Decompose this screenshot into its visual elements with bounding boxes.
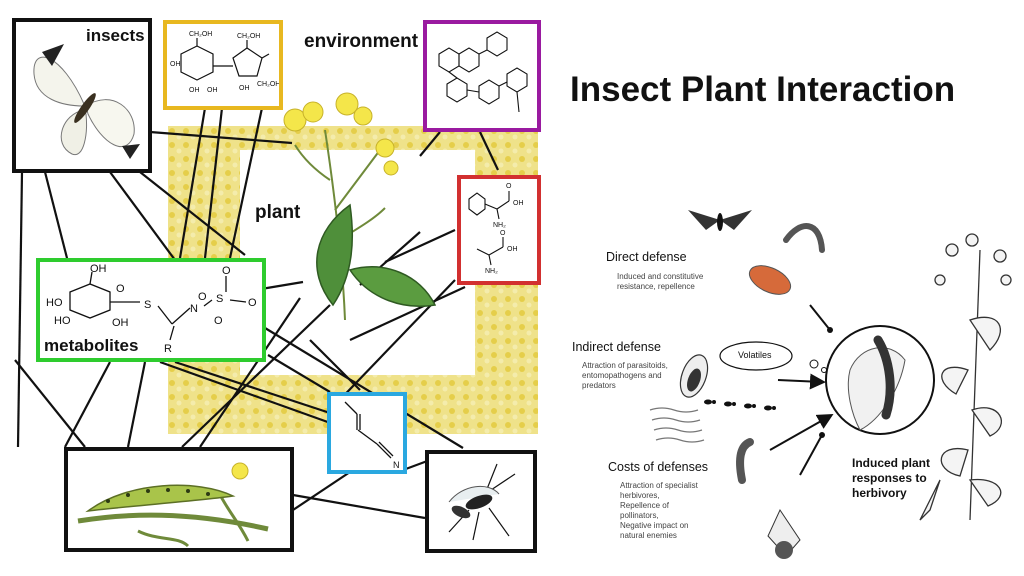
glucosinolate-o-label: O <box>116 283 125 295</box>
pollinator-flower-icon <box>767 508 801 559</box>
right-diagram: Direct defense Induced and constitutive … <box>560 180 1024 576</box>
glucosinolate-ho-label: HO <box>54 315 71 327</box>
glucosinolate-oh-label: OH <box>112 317 129 329</box>
amino-oh-label: OH <box>507 246 518 253</box>
sucrose-structure-icon: CH₂OH CH₂OH OH OH OH OH CH₂OH <box>170 31 279 94</box>
glucosinolate-s-label: S <box>216 293 223 305</box>
page-title: Insect Plant Interaction <box>570 70 956 109</box>
glucosinolate-structure-icon: OH HO HO OH O S N O S O O O R <box>46 263 257 355</box>
sugar-oh-label: OH <box>189 87 200 94</box>
costs-desc-line: Negative impact on <box>620 521 689 530</box>
amino-nh2-label: NH₂ <box>493 222 506 229</box>
left-diagram: plant environment insects CH₂OH <box>12 18 541 553</box>
defense-arrows <box>649 210 1012 559</box>
plant-illustration <box>283 92 437 321</box>
glucosinolate-s-label: S <box>144 299 151 311</box>
glucosinolate-n-label: N <box>190 303 198 315</box>
caterpillar-node <box>64 447 294 552</box>
wasp-node <box>425 450 537 553</box>
amino-o-label: O <box>500 230 506 237</box>
costs-desc-line: pollinators, <box>620 511 659 520</box>
node-plant-label: plant <box>255 202 301 223</box>
sugar-oh-label: OH <box>207 87 218 94</box>
volatiles-label: Volatiles <box>738 350 772 360</box>
glucosinolate-r-label: R <box>164 343 172 355</box>
amino-nh2-label: NH₂ <box>485 268 498 275</box>
direct-defense-heading: Direct defense <box>606 250 687 264</box>
glucosinolate-o-label: O <box>198 291 207 303</box>
node-environment-label: environment <box>300 31 423 53</box>
metabolites-node: OH HO HO OH O S N O S O O O R metabolite… <box>36 258 266 362</box>
costs-desc-line: Attraction of specialist <box>620 481 698 490</box>
specialist-herbivore-icon <box>736 438 754 484</box>
sugar-ch2oh-label: CH₂OH <box>237 33 260 40</box>
costs-desc-line: Repellence of <box>620 501 669 510</box>
induced-responses-line: responses to <box>852 471 927 485</box>
sugar-oh-label: OH <box>170 61 181 68</box>
nitrile-n-label: N <box>393 460 400 470</box>
predatory-bug-icon <box>679 354 709 398</box>
amino-o-label: O <box>506 183 512 190</box>
nitrile-structure-box: N <box>327 392 407 474</box>
ants-icon <box>704 399 776 411</box>
glucosinolate-oh-label: OH <box>90 263 107 275</box>
glucosinolate-o-label: O <box>248 297 257 309</box>
indirect-defense-desc-line: entomopathogens and <box>582 371 662 380</box>
flavonoid-structure-box <box>423 20 541 132</box>
sugar-structure-box: CH₂OH CH₂OH OH OH OH OH CH₂OH <box>163 20 283 110</box>
indirect-defense-desc-line: predators <box>582 381 616 390</box>
amino-acid-structure-box: O OH NH₂ O OH NH₂ <box>457 175 541 285</box>
caterpillar-icon <box>77 462 269 548</box>
amino-oh-label: OH <box>513 200 524 207</box>
volatiles-cloud <box>719 341 793 371</box>
sugar-ch2oh-label: CH₂OH <box>257 81 279 88</box>
moth-icon <box>688 210 752 231</box>
nitrile-structure-icon: N <box>344 401 400 470</box>
costs-of-defenses-heading: Costs of defenses <box>608 460 709 474</box>
amino-acid-structure-icon: O OH NH₂ O OH NH₂ <box>468 183 524 275</box>
glucosinolate-ho-label: HO <box>46 297 63 309</box>
butterfly-icon <box>33 44 140 159</box>
indirect-defense-desc-line: Attraction of parasitoids, <box>582 361 668 370</box>
costs-desc-line: natural enemies <box>620 531 677 540</box>
indirect-defense-heading: Indirect defense <box>572 340 661 354</box>
beetle-icon <box>748 223 825 295</box>
tall-plant-icon <box>919 233 1012 521</box>
flavonoid-structure-icon <box>438 31 528 113</box>
insects-node: insects <box>12 18 152 173</box>
wasp-icon <box>448 463 516 541</box>
sugar-oh-label: OH <box>239 85 250 92</box>
direct-defense-desc-line: Induced and constitutive <box>617 272 704 281</box>
caterpillar-in-circle-icon <box>873 335 895 420</box>
node-metabolites-label: metabolites <box>44 336 139 355</box>
node-insects-label: insects <box>86 26 145 45</box>
induced-responses-line: herbivory <box>852 486 907 500</box>
induced-responses-line: Induced plant <box>852 456 930 470</box>
costs-desc-line: herbivores, <box>620 491 660 500</box>
connector-lines <box>14 107 499 520</box>
plant-leaf-icon <box>348 266 437 307</box>
plant-leaf-icon <box>316 203 354 307</box>
glucosinolate-o-label: O <box>222 265 231 277</box>
direct-defense-desc-line: resistance, repellence <box>617 282 695 291</box>
glucosinolate-o-label: O <box>214 315 223 327</box>
sugar-ch2oh-label: CH₂OH <box>189 31 212 38</box>
